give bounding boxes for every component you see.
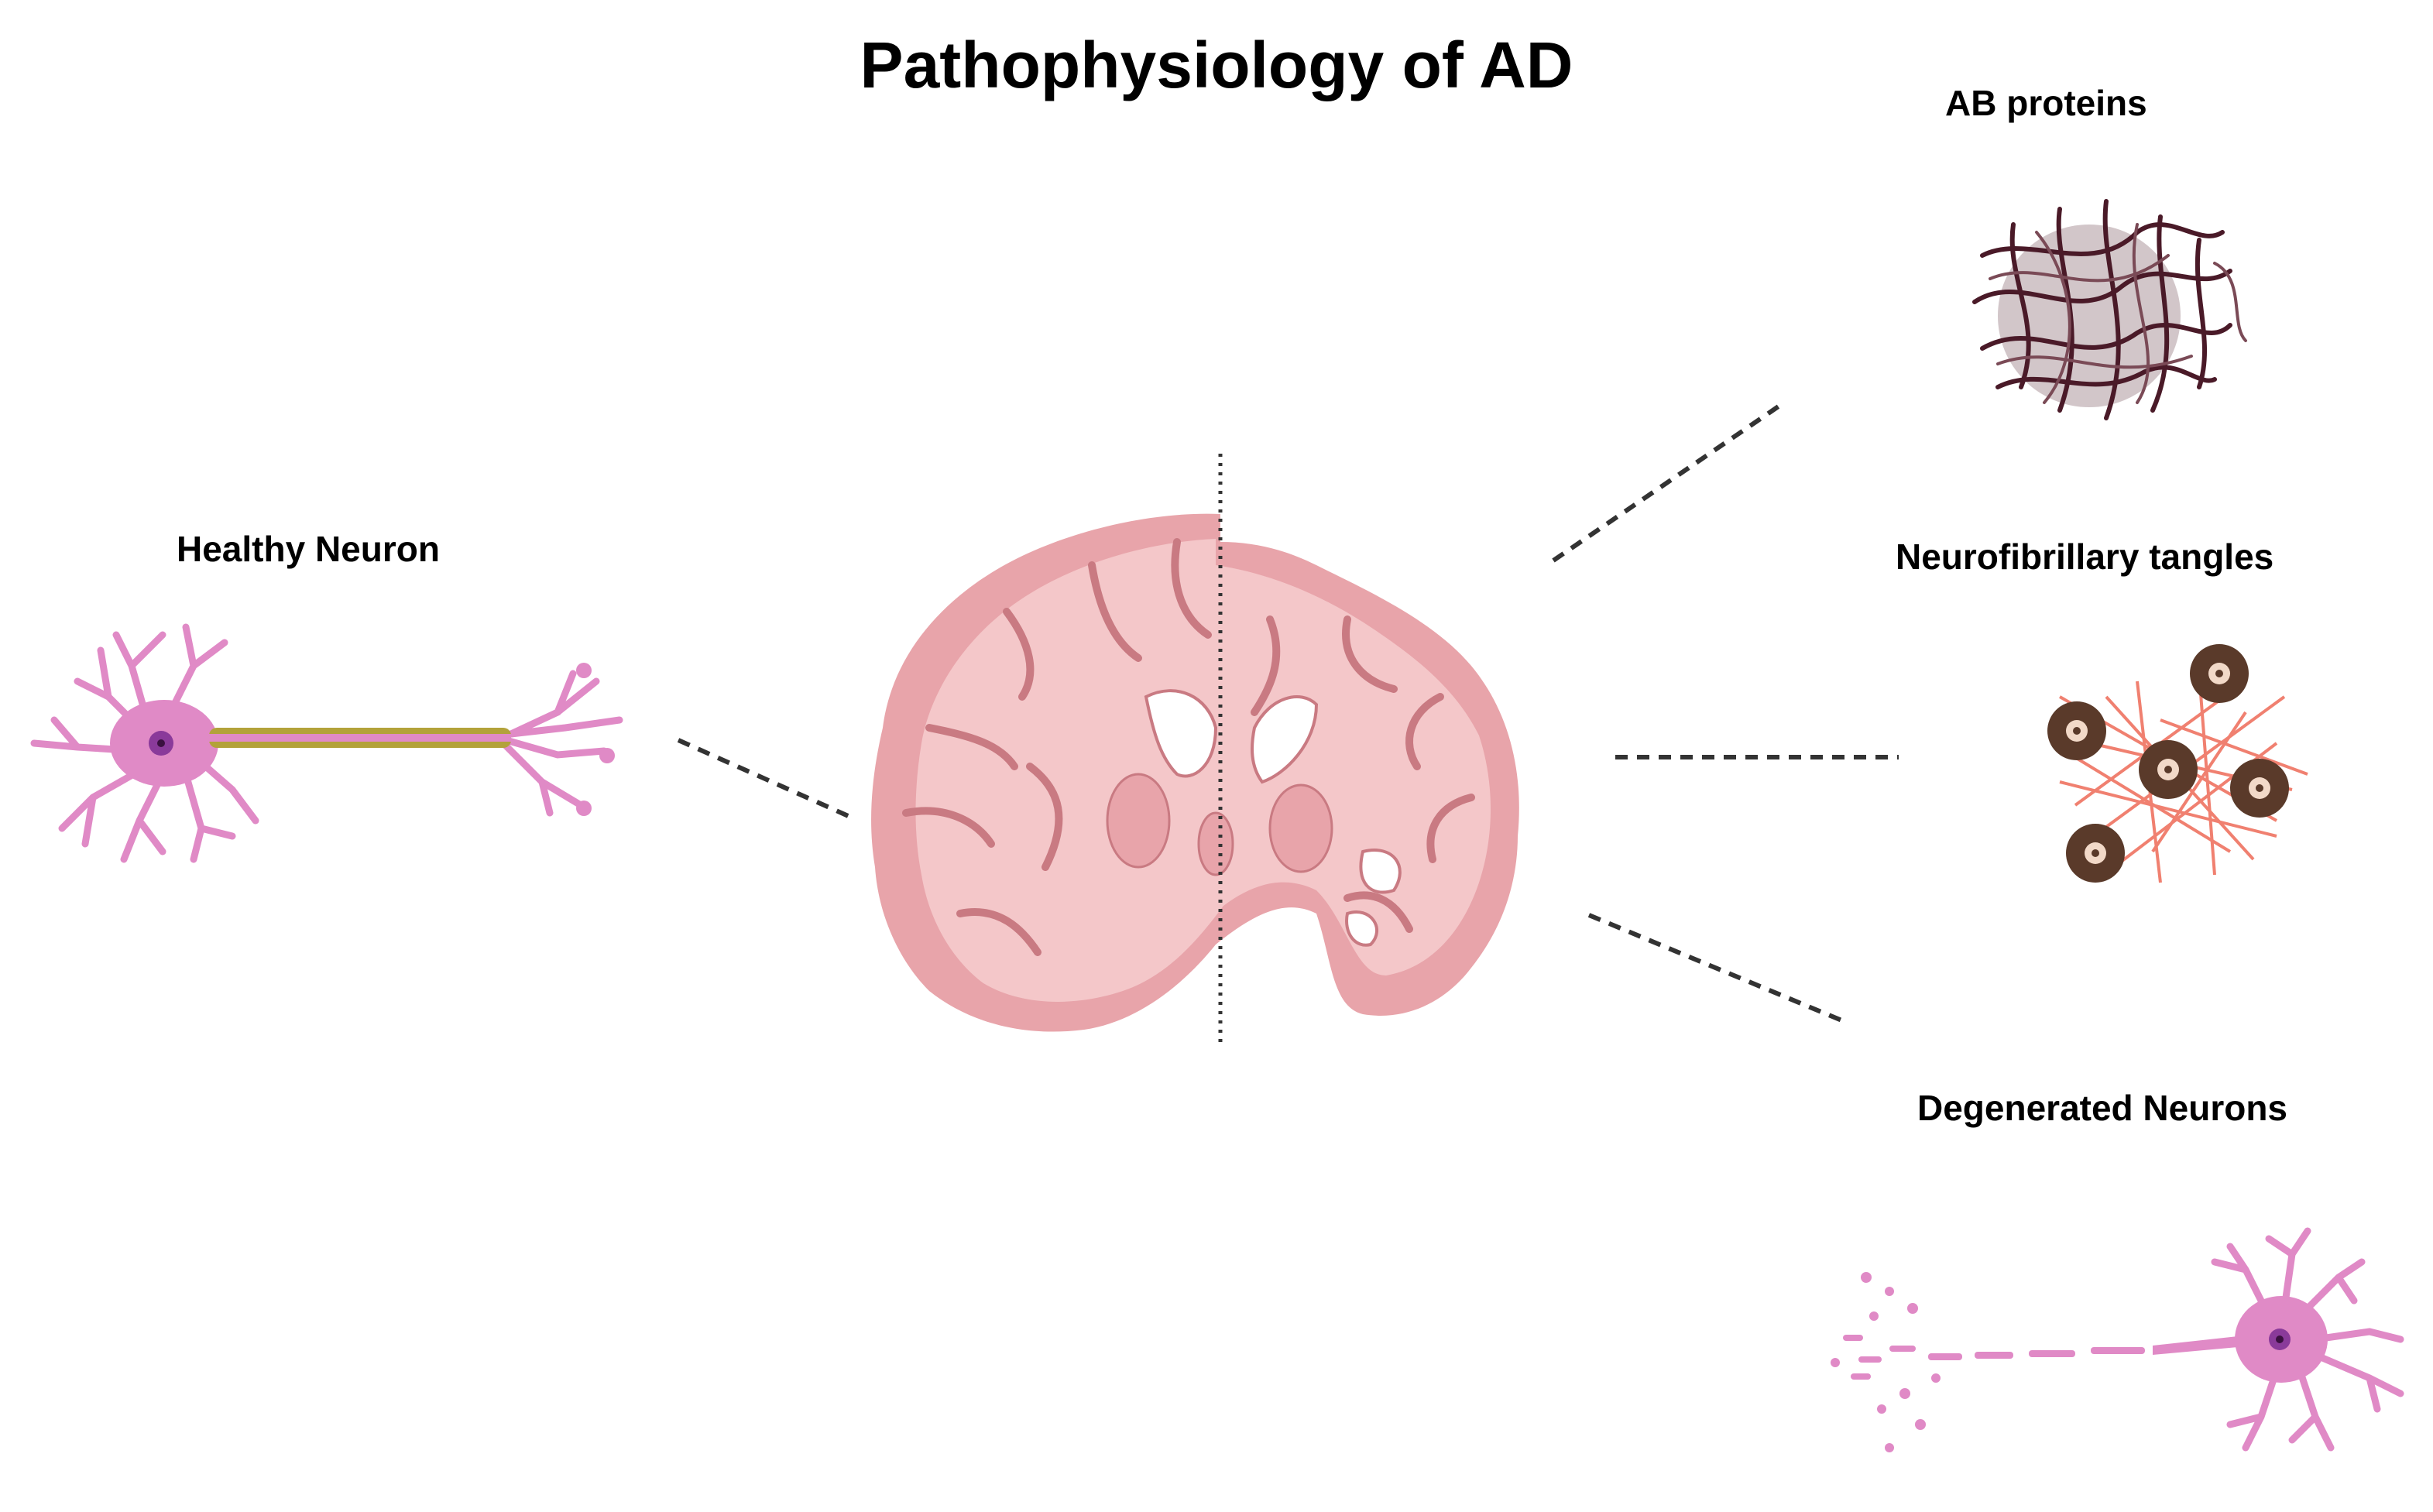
degenerated-neurons-label: Degenerated Neurons: [1917, 1088, 2288, 1128]
connector-lines: [677, 400, 1899, 1026]
axon-fragments: [1831, 1272, 2145, 1452]
connector-healthy: [677, 738, 853, 820]
neurofibrillary-tangle-icon: [2047, 644, 2308, 883]
diagram-title: Pathophysiology of AD: [860, 29, 1573, 101]
neurofibrillary-tangles-label: Neurofibrillary tangles: [1896, 537, 2274, 577]
amyloid-plaque-icon: [1972, 199, 2247, 420]
healthy-neuron-icon: [30, 623, 623, 863]
connector-degen: [1587, 913, 1851, 1026]
brain-section-icon: [871, 454, 1519, 1042]
tangle-nuclei: [2047, 644, 2289, 883]
degenerated-neuron-icon: [1831, 1227, 2404, 1452]
healthy-neuron-label: Healthy Neuron: [177, 529, 440, 569]
connector-ab: [1552, 400, 1786, 563]
ab-proteins-label: AB proteins: [1945, 83, 2147, 123]
